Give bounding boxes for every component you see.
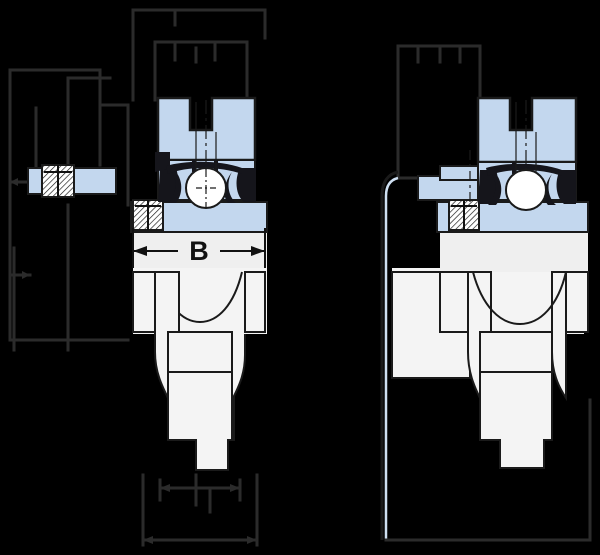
dimension-b-group: B xyxy=(132,228,266,268)
right-leader-line xyxy=(384,176,399,540)
right-seal-lip-left xyxy=(488,174,502,205)
right-housing-web-right xyxy=(551,271,567,402)
right-seal-right xyxy=(556,170,576,204)
left-flange-set-screw xyxy=(132,199,164,231)
left-housing-stem xyxy=(167,331,233,471)
bearing-ball-right xyxy=(505,169,547,211)
right-housing-right-foot xyxy=(565,271,589,333)
left-bottom-dimensions xyxy=(141,473,259,547)
right-bottom-dimensions xyxy=(384,398,592,542)
right-housing-left-foot xyxy=(439,271,469,333)
left-seal-left xyxy=(158,168,178,202)
detail-grub-screw-left xyxy=(27,164,117,198)
left-bottom-dimension-arrows xyxy=(143,484,257,544)
right-seal-lip-right xyxy=(544,174,556,205)
left-housing-right-foot xyxy=(244,271,266,333)
left-housing-left-foot xyxy=(132,271,156,333)
right-flange-set-screw xyxy=(448,199,480,231)
left-dimension-arrows xyxy=(10,178,30,279)
right-seal-left xyxy=(478,170,498,204)
left-seal-lip-left xyxy=(168,172,182,203)
dimension-b-arrow-left xyxy=(133,246,147,256)
left-view-dimensions xyxy=(8,8,267,352)
dimension-b-label: B xyxy=(189,236,209,266)
right-housing-stem xyxy=(479,331,553,469)
left-seal-right xyxy=(236,168,256,202)
right-extension-shelf xyxy=(439,165,479,181)
dimension-b-label-bg xyxy=(178,236,220,266)
dimension-b-arrow-right xyxy=(251,246,265,256)
right-housing-saddle xyxy=(472,271,567,326)
right-leader-line-shadow xyxy=(380,170,399,540)
left-seal-lip-right xyxy=(224,172,236,203)
